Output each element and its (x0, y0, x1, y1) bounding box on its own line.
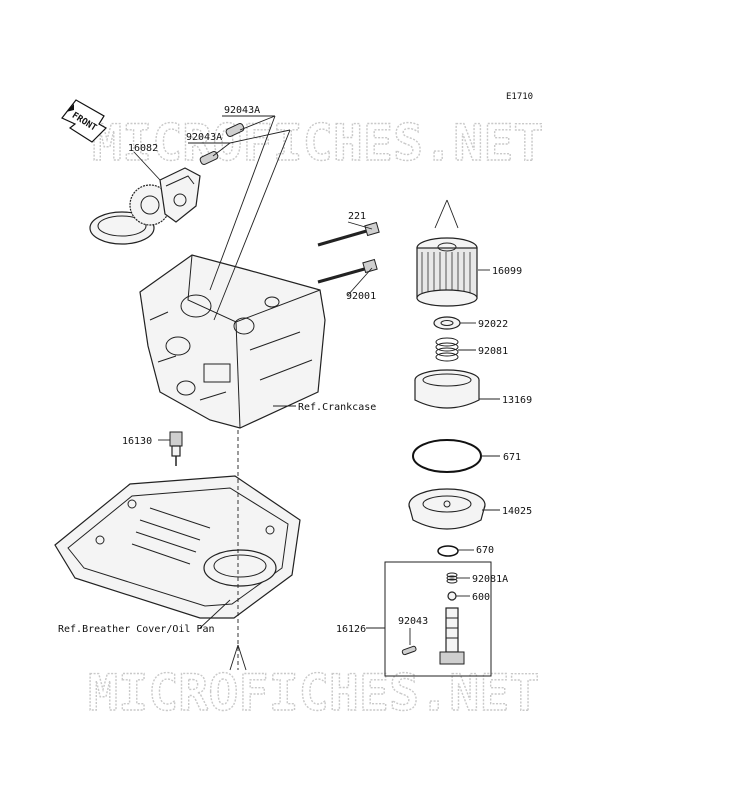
watermark-top: MICROFICHES.NET (92, 114, 544, 172)
callout-92001: 92001 (346, 291, 376, 302)
callout-92043A-mid: 92043A (186, 132, 222, 143)
callout-16082: 16082 (128, 143, 158, 154)
callout-671: 671 (503, 452, 521, 463)
bolt-221 (317, 221, 380, 247)
front-arrow-icon: FRONT (61, 99, 107, 143)
o-ring-670 (437, 545, 459, 557)
relief-valve-assembly-16126 (384, 561, 492, 677)
callout-92081: 92081 (478, 346, 508, 357)
callout-670: 670 (476, 545, 494, 556)
callout-16130: 16130 (122, 436, 152, 447)
callout-92081A: 92081A (472, 574, 508, 585)
callout-600: 600 (472, 592, 490, 603)
watermark-bottom: MICROFICHES.NET (88, 664, 540, 722)
oil-pressure-switch-16130 (169, 431, 183, 466)
washer-92022 (433, 316, 461, 330)
bolt-92001 (317, 258, 378, 284)
callout-16099: 16099 (492, 266, 522, 277)
dowel-pin-upper (225, 123, 245, 137)
ref-crankcase: Ref.Crankcase (298, 402, 376, 413)
callout-92043A-top: 92043A (224, 105, 260, 116)
ball-600 (447, 591, 457, 601)
oil-pan-reference (54, 475, 301, 619)
callout-221: 221 (348, 211, 366, 222)
filter-cover-13169 (414, 369, 480, 409)
dowel-pin-lower (199, 151, 219, 165)
callout-92043: 92043 (398, 616, 428, 627)
callout-13169: 13169 (502, 395, 532, 406)
spring-92081 (435, 337, 459, 362)
crankcase-reference (139, 254, 326, 429)
o-ring-671 (412, 439, 482, 473)
callout-14025: 14025 (502, 506, 532, 517)
oil-filter-16099 (416, 237, 478, 307)
callout-92022: 92022 (478, 319, 508, 330)
filter-cover-14025 (408, 488, 486, 530)
pin-92043 (401, 645, 417, 656)
leader-lines (133, 115, 500, 671)
callout-16126: 16126 (336, 624, 366, 635)
ref-oil-pan: Ref.Breather Cover/Oil Pan (58, 624, 215, 635)
diagram-code: E1710 (506, 92, 533, 102)
oil-pump-16082 (89, 167, 201, 245)
valve-body (439, 607, 465, 665)
spring-92081A (446, 572, 458, 584)
